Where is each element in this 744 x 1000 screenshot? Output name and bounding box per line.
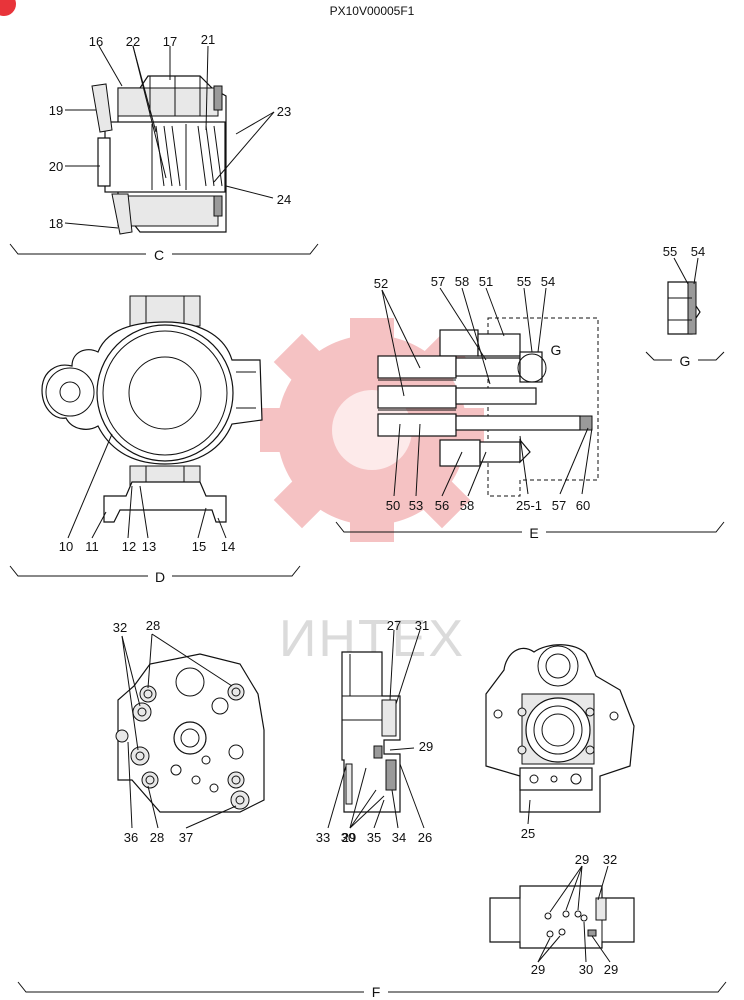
callout-f29-detail-top: 29 — [575, 852, 589, 867]
section-c-bracket — [9, 243, 319, 255]
callout-f29-detail-right: 29 — [604, 962, 618, 977]
callout-25-1: 25-1 — [516, 498, 542, 513]
callout-f34: 34 — [392, 830, 406, 845]
callout-23: 23 — [277, 104, 291, 119]
callout-11: 11 — [85, 539, 99, 554]
section-g-bracket — [645, 351, 725, 361]
callout-f30-detail: 30 — [579, 962, 593, 977]
callout-f36: 36 — [124, 830, 138, 845]
callout-g-marker: G — [551, 342, 562, 358]
callout-16: 16 — [89, 34, 103, 49]
callout-f25: 25 — [521, 826, 535, 841]
callout-f33: 33 — [316, 830, 330, 845]
callout-f35: 35 — [367, 830, 381, 845]
callout-22: 22 — [126, 34, 140, 49]
section-f-right-leader — [527, 799, 531, 825]
drawing-title: PX10V00005F1 — [330, 4, 415, 18]
section-d-drawing — [41, 295, 263, 523]
callout-g54: 54 — [691, 244, 705, 259]
callout-12: 12 — [122, 539, 136, 554]
section-d-bracket — [9, 565, 301, 577]
section-f-left-leaders — [121, 633, 237, 829]
section-e-drawing — [377, 317, 599, 497]
callout-g55: 55 — [663, 244, 677, 259]
callout-58-top: 58 — [455, 274, 469, 289]
callout-57-top: 57 — [431, 274, 445, 289]
section-e-label: E — [529, 525, 538, 541]
callout-50: 50 — [386, 498, 400, 513]
callout-17: 17 — [163, 34, 177, 49]
callout-21: 21 — [201, 32, 215, 47]
callout-f31: 31 — [415, 618, 429, 633]
callout-58-bottom: 58 — [460, 498, 474, 513]
section-f-detail-leaders — [537, 865, 611, 963]
callout-f28-top: 28 — [146, 618, 160, 633]
section-d-leaders — [67, 433, 227, 539]
callout-f29-detail-left: 29 — [531, 962, 545, 977]
callout-60: 60 — [576, 498, 590, 513]
section-f-label: F — [372, 984, 381, 1000]
callout-24: 24 — [277, 192, 291, 207]
section-g-drawing — [667, 281, 701, 335]
callout-f32-detail: 32 — [603, 852, 617, 867]
callout-20: 20 — [49, 159, 63, 174]
callout-f30-side: 30 — [341, 830, 355, 845]
section-c-drawing — [91, 75, 227, 235]
callout-19: 19 — [49, 103, 63, 118]
callout-f27: 27 — [387, 618, 401, 633]
callout-52: 52 — [374, 276, 388, 291]
callout-54: 54 — [541, 274, 555, 289]
section-c-label: C — [154, 247, 164, 263]
callout-f29-side: 29 — [419, 739, 433, 754]
callout-57-bottom: 57 — [552, 498, 566, 513]
callout-18: 18 — [49, 216, 63, 231]
section-e-bracket — [335, 521, 725, 533]
section-f-bracket — [17, 981, 727, 993]
callout-f32-left: 32 — [113, 620, 127, 635]
callout-10: 10 — [59, 539, 73, 554]
section-f-plate-right — [485, 644, 635, 813]
callout-f37: 37 — [179, 830, 193, 845]
callout-53: 53 — [409, 498, 423, 513]
callout-14: 14 — [221, 539, 235, 554]
section-f-plate-left — [115, 653, 265, 813]
corner-badge-icon — [0, 0, 16, 16]
callout-f28-bottom: 28 — [150, 830, 164, 845]
section-f-detail-bottom — [489, 885, 635, 949]
section-f-plate-side — [341, 651, 401, 813]
callout-f29-side-bottom: 29 — [342, 830, 356, 845]
callout-51: 51 — [479, 274, 493, 289]
section-e-leaders — [381, 287, 593, 497]
callout-56: 56 — [435, 498, 449, 513]
section-g-label: G — [680, 353, 691, 369]
section-g-leaders — [673, 257, 699, 285]
callout-15: 15 — [192, 539, 206, 554]
callout-f26: 26 — [418, 830, 432, 845]
callout-55: 55 — [517, 274, 531, 289]
section-f-side-leaders — [327, 629, 425, 829]
callout-13: 13 — [142, 539, 156, 554]
section-c-leaders — [64, 45, 275, 229]
section-d-label: D — [155, 569, 165, 585]
